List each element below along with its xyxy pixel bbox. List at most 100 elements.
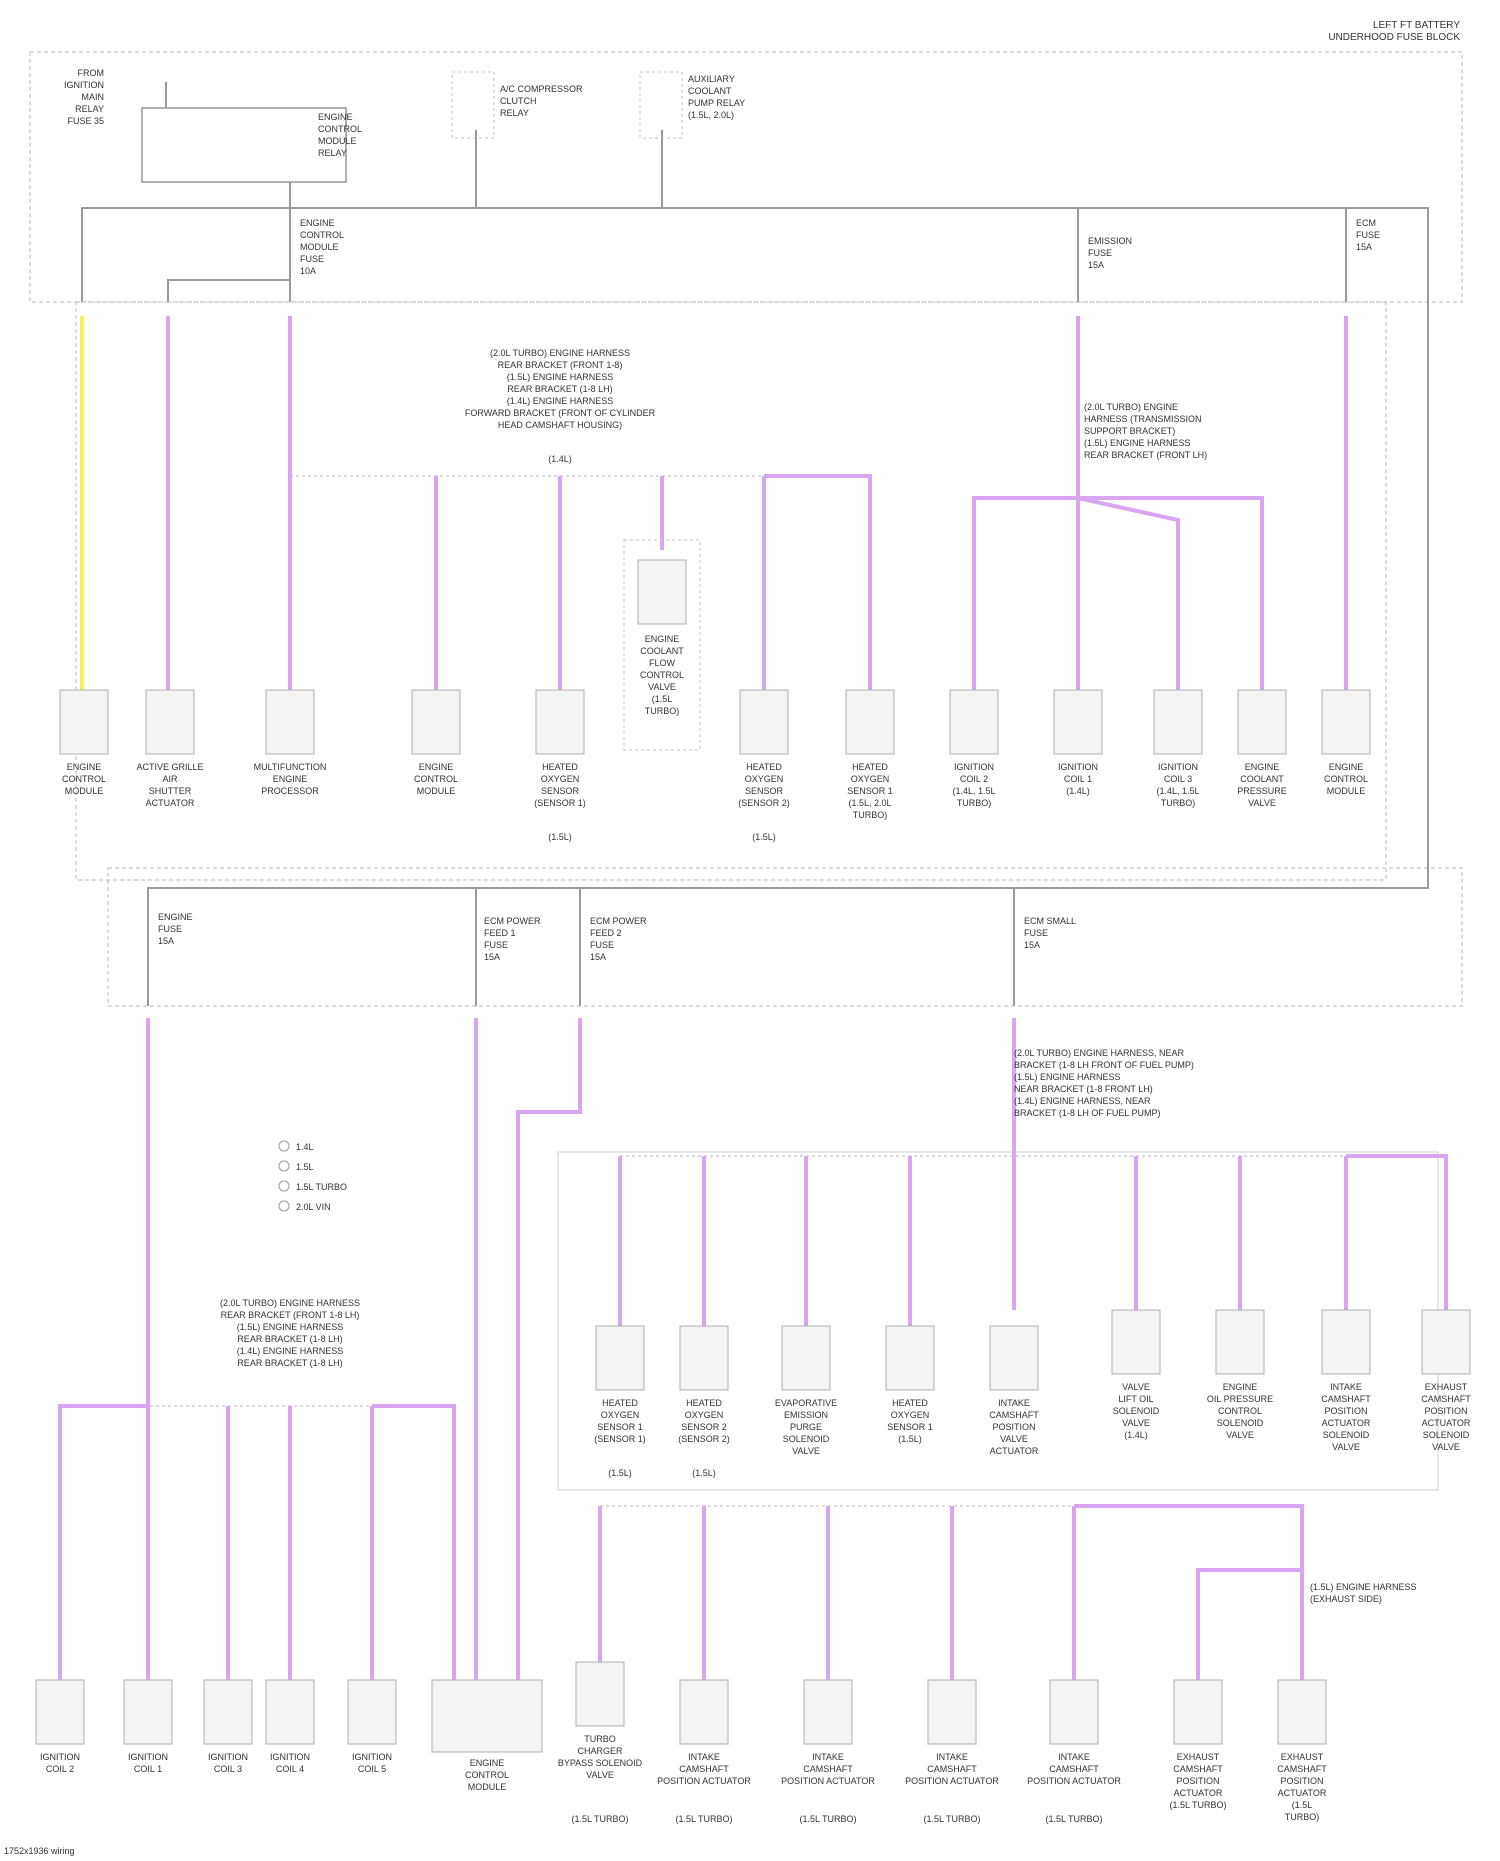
svg-text:1.5L TURBO: 1.5L TURBO — [296, 1182, 347, 1192]
svg-text:EXHAUST: EXHAUST — [1425, 1382, 1468, 1392]
component-lr-valve-lift: VALVE LIFT OIL SOLENOID VALVE (1.4L) — [1112, 1310, 1160, 1440]
ac-relay-box — [452, 72, 494, 138]
svg-text:INTAKE: INTAKE — [1330, 1382, 1362, 1392]
svg-text:SENSOR: SENSOR — [745, 786, 784, 796]
component-b-turbo-bypass: TURBO CHARGER BYPASS SOLENOID VALVE (1.5… — [558, 1662, 643, 1824]
svg-text:EMISSION: EMISSION — [1088, 236, 1132, 246]
svg-text:(1.5L TURBO): (1.5L TURBO) — [571, 1814, 628, 1824]
wire-violet-feed2 — [518, 1018, 580, 1680]
svg-text:COOLANT: COOLANT — [688, 86, 732, 96]
svg-text:CONTROL: CONTROL — [62, 774, 106, 784]
svg-text:(2.0L TURBO) ENGINE HARNESS: (2.0L TURBO) ENGINE HARNESS — [490, 348, 630, 358]
svg-text:POSITION: POSITION — [1176, 1776, 1219, 1786]
svg-text:ENGINE: ENGINE — [273, 774, 308, 784]
component-ll-coil2: IGNITION COIL 2 — [36, 1680, 84, 1774]
top-bus-line — [82, 208, 1428, 302]
svg-text:(1.5L TURBO): (1.5L TURBO) — [923, 1814, 980, 1824]
svg-text:A/C COMPRESSOR: A/C COMPRESSOR — [500, 84, 583, 94]
mid-fuse-label-feed2: ECM POWER FEED 2 FUSE 15A — [590, 916, 647, 962]
svg-text:15A: 15A — [1024, 940, 1040, 950]
ecm-relay-box — [142, 108, 346, 182]
svg-text:COIL 3: COIL 3 — [214, 1764, 242, 1774]
shutter-feed — [168, 280, 290, 302]
component-lr-ho2s1-b: HEATED OXYGEN SENSOR 1 (1.5L) — [886, 1326, 934, 1444]
svg-text:ACTUATOR: ACTUATOR — [1174, 1788, 1223, 1798]
svg-text:PUMP RELAY: PUMP RELAY — [688, 98, 745, 108]
left-source-label: FROM IGNITION MAIN RELAY FUSE 35 — [64, 68, 104, 126]
svg-text:FUSE: FUSE — [484, 940, 508, 950]
svg-text:(1.5L): (1.5L) — [608, 1468, 632, 1478]
component-ignition-coil-2: IGNITION COIL 2 (1.4L, 1.5L TURBO) — [950, 690, 998, 808]
svg-text:HEATED: HEATED — [602, 1398, 638, 1408]
svg-text:AUXILIARY: AUXILIARY — [688, 74, 735, 84]
svg-text:POSITION ACTUATOR: POSITION ACTUATOR — [905, 1776, 999, 1786]
svg-text:REAR BRACKET (1-8 LH): REAR BRACKET (1-8 LH) — [237, 1334, 342, 1344]
svg-text:INTAKE: INTAKE — [1058, 1752, 1090, 1762]
svg-text:VALVE: VALVE — [1122, 1382, 1150, 1392]
svg-text:CAMSHAFT: CAMSHAFT — [803, 1764, 853, 1774]
wire-violet-coil2-lower — [60, 1406, 148, 1680]
svg-text:(1.4L): (1.4L) — [548, 454, 572, 464]
svg-text:IGNITION: IGNITION — [128, 1752, 168, 1762]
svg-text:(1.5L) ENGINE HARNESS: (1.5L) ENGINE HARNESS — [1084, 438, 1191, 448]
component-b-exhaust-2: EXHAUST CAMSHAFT POSITION ACTUATOR (1.5L… — [1277, 1680, 1327, 1822]
header-title-line1: LEFT FT BATTERY — [1373, 20, 1460, 31]
fuse-label-ecm-right: ECM FUSE 15A — [1356, 218, 1380, 252]
svg-text:COIL 1: COIL 1 — [134, 1764, 162, 1774]
svg-text:PURGE: PURGE — [790, 1422, 822, 1432]
svg-text:ENGINE: ENGINE — [645, 634, 680, 644]
svg-text:(2.0L TURBO) ENGINE: (2.0L TURBO) ENGINE — [1084, 402, 1178, 412]
svg-text:FUSE: FUSE — [1356, 230, 1380, 240]
svg-text:(SENSOR 2): (SENSOR 2) — [678, 1434, 730, 1444]
svg-text:SENSOR 1: SENSOR 1 — [597, 1422, 643, 1432]
svg-text:ACTUATOR: ACTUATOR — [1278, 1788, 1327, 1798]
svg-text:HEAD CAMSHAFT HOUSING): HEAD CAMSHAFT HOUSING) — [498, 420, 622, 430]
svg-text:(1.5L: (1.5L — [652, 694, 673, 704]
svg-text:POSITION: POSITION — [992, 1422, 1035, 1432]
svg-text:VALVE: VALVE — [1332, 1442, 1360, 1452]
svg-text:INTAKE: INTAKE — [936, 1752, 968, 1762]
svg-text:EMISSION: EMISSION — [784, 1410, 828, 1420]
svg-text:POSITION ACTUATOR: POSITION ACTUATOR — [1027, 1776, 1121, 1786]
svg-text:PRESSURE: PRESSURE — [1237, 786, 1287, 796]
svg-text:INTAKE: INTAKE — [688, 1752, 720, 1762]
bottom-components: TURBO CHARGER BYPASS SOLENOID VALVE (1.5… — [558, 1662, 1327, 1824]
svg-text:IGNITION: IGNITION — [352, 1752, 392, 1762]
upper-left-splice-note: (2.0L TURBO) ENGINE HARNESS REAR BRACKET… — [465, 348, 656, 464]
svg-text:EVAPORATIVE: EVAPORATIVE — [775, 1398, 837, 1408]
aux-pump-relay-box — [640, 72, 682, 138]
svg-text:ENGINE: ENGINE — [470, 1758, 505, 1768]
svg-text:CONTROL: CONTROL — [414, 774, 458, 784]
component-ll-coil1: IGNITION COIL 1 — [124, 1680, 172, 1774]
svg-text:COOLANT: COOLANT — [1240, 774, 1284, 784]
component-ecm-2: ENGINE CONTROL MODULE — [412, 690, 460, 796]
wire-violet-coil5-ecm — [372, 1406, 454, 1680]
component-ll-coil3: IGNITION COIL 3 — [204, 1680, 252, 1774]
svg-text:CAMSHAFT: CAMSHAFT — [989, 1410, 1039, 1420]
svg-text:COIL 3: COIL 3 — [1164, 774, 1192, 784]
component-ecm-3: ENGINE CONTROL MODULE — [1322, 690, 1370, 796]
upper-components: ENGINE CONTROL MODULE ACTIVE GRILLE AIR … — [60, 540, 1370, 842]
svg-text:COIL 2: COIL 2 — [46, 1764, 74, 1774]
fuse-block-top-outline — [30, 52, 1462, 302]
svg-text:(1.5L): (1.5L) — [752, 832, 776, 842]
component-lr-intake-cam-valve: INTAKE CAMSHAFT POSITION VALVE ACTUATOR — [989, 1326, 1039, 1456]
svg-text:MAIN: MAIN — [82, 92, 105, 102]
svg-text:HEATED: HEATED — [746, 762, 782, 772]
svg-text:ENGINE: ENGINE — [318, 112, 353, 122]
svg-text:HEATED: HEATED — [852, 762, 888, 772]
component-b-intake-2: INTAKE CAMSHAFT POSITION ACTUATOR (1.5L … — [781, 1680, 875, 1824]
wire-violet-b-7 — [1074, 1506, 1302, 1680]
component-multifunction-processor: MULTIFUNCTION ENGINE PROCESSOR — [254, 690, 327, 796]
svg-text:15A: 15A — [590, 952, 606, 962]
svg-text:CAMSHAFT: CAMSHAFT — [1321, 1394, 1371, 1404]
svg-text:ECM POWER: ECM POWER — [590, 916, 647, 926]
svg-text:RELAY: RELAY — [500, 108, 529, 118]
svg-text:SENSOR: SENSOR — [541, 786, 580, 796]
svg-text:(1.4L) ENGINE HARNESS, NEAR: (1.4L) ENGINE HARNESS, NEAR — [1014, 1096, 1151, 1106]
component-lr-intake-actuator: INTAKE CAMSHAFT POSITION ACTUATOR SOLENO… — [1321, 1310, 1371, 1452]
mid-fuse-label-engine: ENGINE FUSE 15A — [158, 912, 193, 946]
svg-text:MULTIFUNCTION: MULTIFUNCTION — [254, 762, 327, 772]
svg-text:EXHAUST: EXHAUST — [1281, 1752, 1324, 1762]
